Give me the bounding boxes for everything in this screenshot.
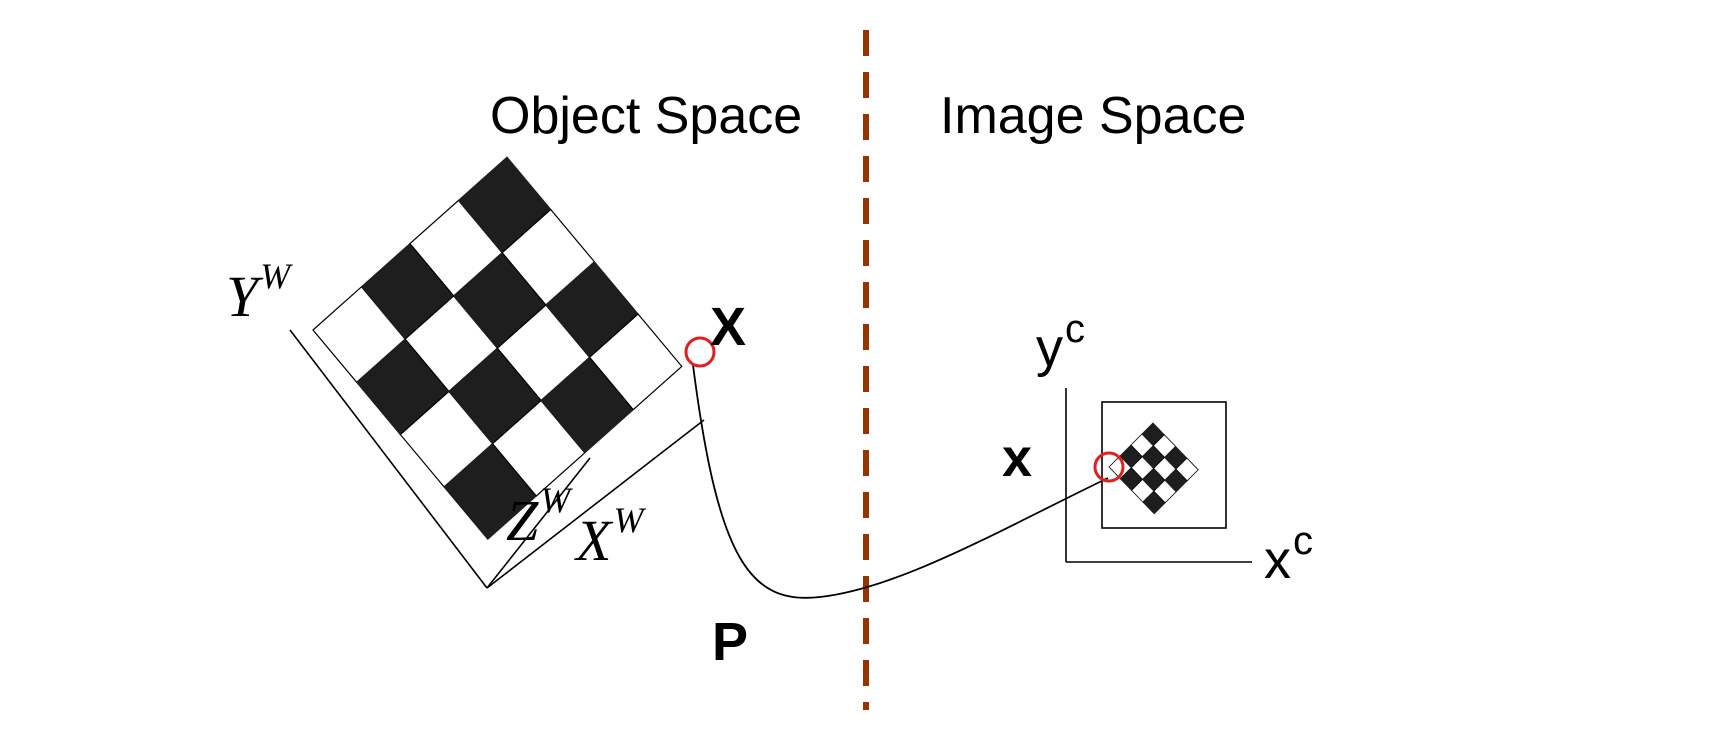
world-point-marker	[684, 336, 716, 368]
world-x-axis-line	[486, 419, 705, 589]
world-x-axis-label: XW	[574, 500, 646, 573]
camera-x-axis-label: xc	[1264, 519, 1313, 590]
projection-label: P	[712, 612, 748, 672]
world-y-axis-label: YW	[226, 256, 293, 329]
world-y-axis-line	[289, 329, 488, 589]
image-frame	[1101, 401, 1227, 529]
world-z-axis-line	[486, 457, 591, 589]
image-checkerboard	[1108, 422, 1199, 515]
image-space-title: Image Space	[940, 87, 1246, 145]
image-board-light-square	[1175, 457, 1199, 482]
projection-curve	[692, 364, 1109, 599]
world-board-light-square	[588, 313, 683, 411]
camera-y-axis-label: yc	[1036, 307, 1085, 378]
image-point-label: x	[1002, 428, 1032, 488]
object-space-title: Object Space	[490, 87, 802, 145]
world-z-axis-label: ZW	[506, 480, 573, 553]
world-axes	[289, 329, 705, 589]
world-checkerboard	[312, 156, 683, 541]
camera-axes	[1065, 388, 1252, 563]
world-point-label: X	[710, 297, 746, 357]
image-point-marker	[1093, 451, 1125, 483]
